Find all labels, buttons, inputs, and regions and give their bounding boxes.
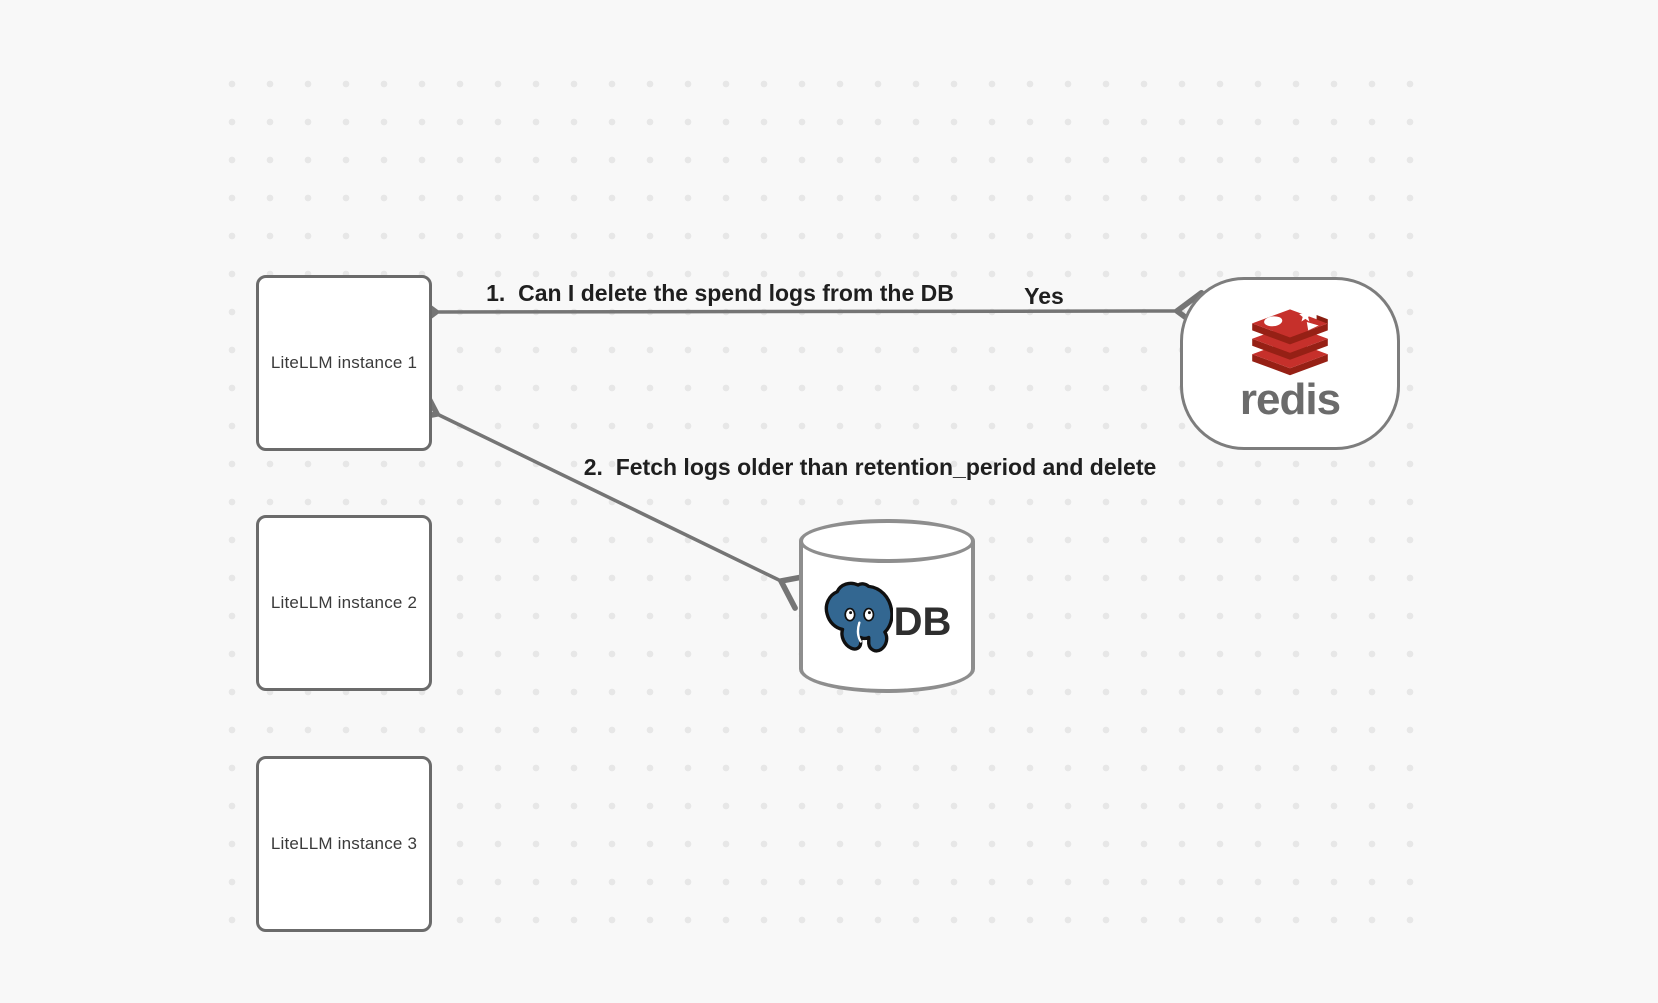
edge1-answer-label: Yes: [1024, 283, 1064, 309]
redis-wordmark: redis: [1239, 374, 1341, 424]
db-label: DB: [893, 599, 952, 644]
node-litellm-instance-1[interactable]: LiteLLM instance 1: [256, 275, 432, 451]
node-label: LiteLLM instance 2: [270, 593, 418, 612]
node-litellm-instance-3[interactable]: LiteLLM instance 3: [256, 756, 432, 932]
redis-stack-icon: [1252, 308, 1328, 375]
node-label: LiteLLM instance 1: [270, 353, 418, 372]
postgresql-elephant-icon: [824, 581, 893, 653]
db-cylinder-top: [799, 519, 975, 563]
edge-instance1-db[interactable]: [404, 384, 814, 611]
db-content: DB: [799, 578, 975, 666]
node-label: LiteLLM instance 3: [270, 834, 418, 853]
node-redis[interactable]: redis: [1180, 277, 1400, 450]
node-litellm-instance-2[interactable]: LiteLLM instance 2: [256, 515, 432, 691]
edge-instance1-redis[interactable]: [408, 289, 1205, 334]
edge2-label: 2. Fetch logs older than retention_perio…: [583, 454, 1157, 480]
edge1-label: 1. Can I delete the spend logs from the …: [486, 280, 954, 306]
